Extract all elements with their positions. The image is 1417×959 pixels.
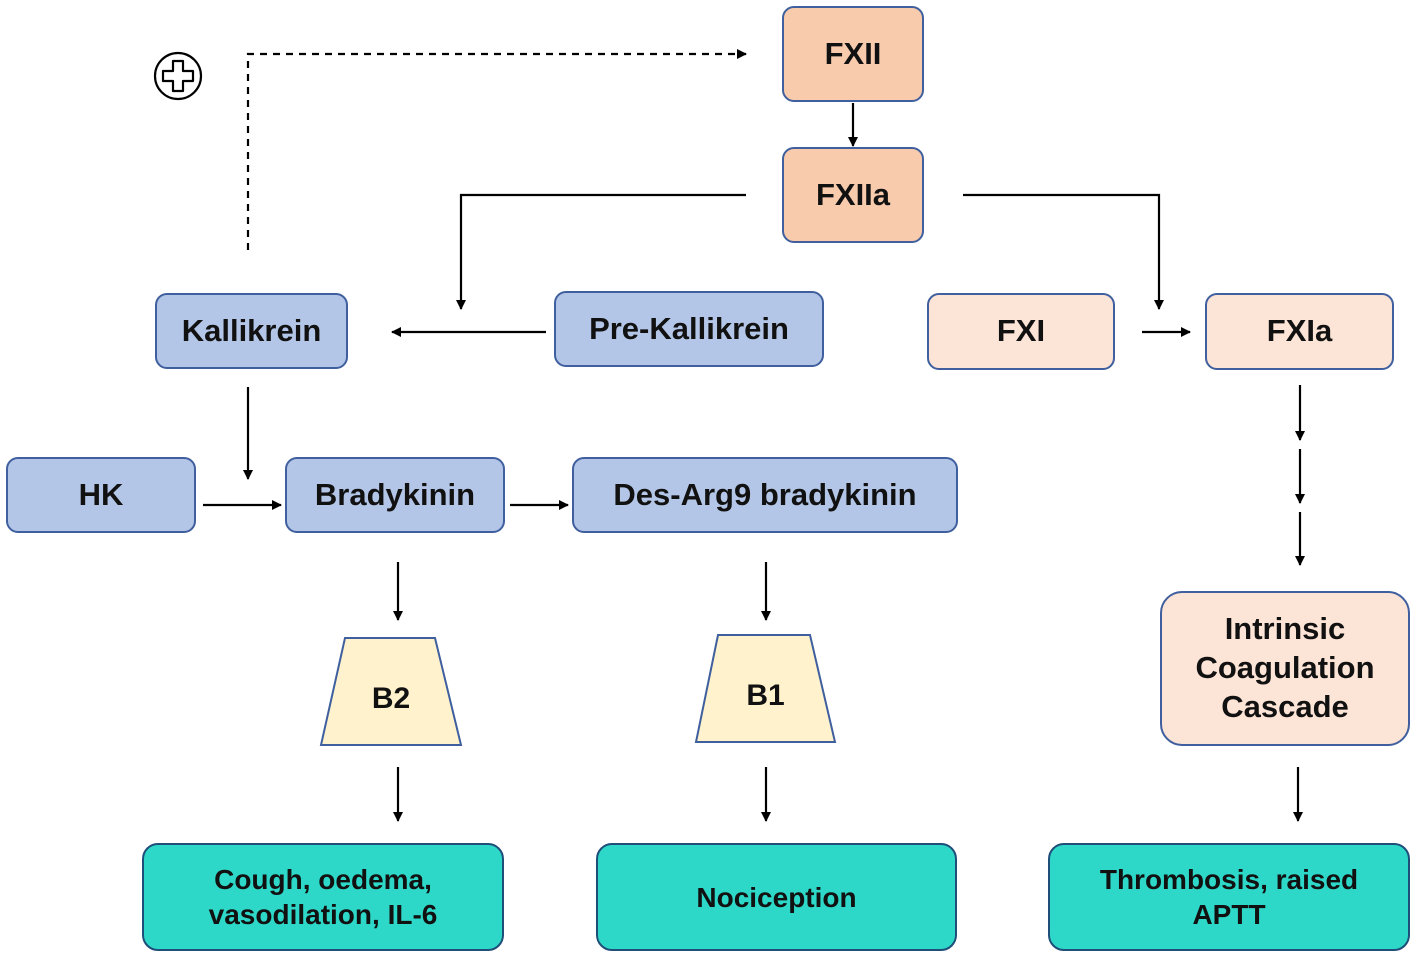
b2-receptor-label: B2 xyxy=(371,682,411,715)
pre-kallikrein-node: Pre-Kallikrein xyxy=(554,291,824,367)
bradykinin-node: Bradykinin xyxy=(285,457,505,533)
thrombosis-line-1: Thrombosis, raised xyxy=(1099,864,1359,895)
cascade-line-1: Intrinsic xyxy=(1224,611,1346,647)
fxiia-node: FXIIa xyxy=(782,147,924,243)
fxii-node: FXII xyxy=(782,6,924,102)
nociception-node: Nociception xyxy=(596,843,957,951)
plus-circle-icon xyxy=(153,51,203,101)
b2-effects-node: Cough, oedema, vasodilation, IL-6 xyxy=(142,843,504,951)
kallikrein-node: Kallikrein xyxy=(155,293,348,369)
b2-receptor-shape xyxy=(319,637,463,746)
fxi-node: FXI xyxy=(927,293,1115,370)
cascade-line-2: Coagulation xyxy=(1195,650,1375,686)
hk-node: HK xyxy=(6,457,196,533)
arrow-fxiia-fxia xyxy=(963,193,1164,310)
intrinsic-coagulation-cascade-node: Intrinsic Coagulation Cascade xyxy=(1160,591,1410,746)
b2-effects-line-1: Cough, oedema, xyxy=(214,864,432,895)
des-arg9-bradykinin-node: Des-Arg9 bradykinin xyxy=(572,457,958,533)
cascade-line-3: Cascade xyxy=(1221,688,1349,724)
thrombosis-line-2: APTT xyxy=(1192,899,1266,930)
feedback-arrow xyxy=(246,49,747,250)
b1-receptor-shape xyxy=(694,634,837,743)
fxia-node: FXIa xyxy=(1205,293,1394,370)
b1-receptor-label: B1 xyxy=(746,679,785,712)
arrow-fxiia-kallikrein xyxy=(456,193,746,310)
b2-effects-line-2: vasodilation, IL-6 xyxy=(208,899,438,930)
thrombosis-node: Thrombosis, raised APTT xyxy=(1048,843,1410,951)
